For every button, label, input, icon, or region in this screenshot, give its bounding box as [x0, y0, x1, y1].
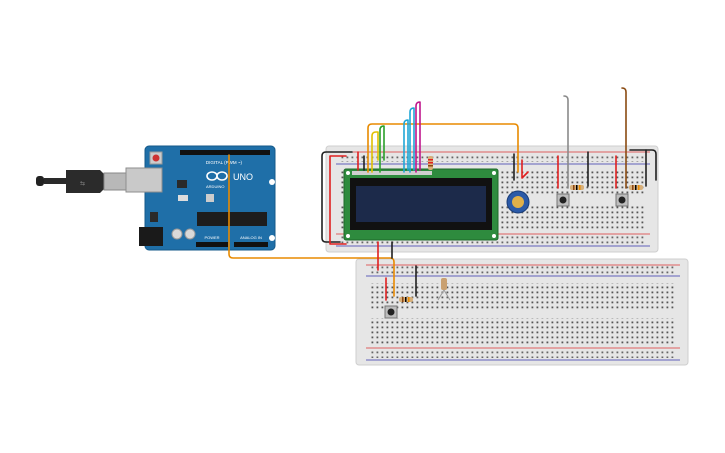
breadboard-bottom-terminal-strip-b — [370, 318, 675, 344]
breadboard-bottom-power-rail-top — [370, 266, 675, 274]
icsp-button — [206, 194, 214, 202]
power-header-label: POWER — [204, 235, 219, 240]
breadboard-bottom-body — [355, 258, 689, 366]
capacitor-1 — [171, 228, 183, 240]
mounting-hole — [269, 235, 275, 241]
usb-plug-metal — [103, 172, 129, 191]
lcd-pin-header[interactable] — [352, 171, 432, 175]
digital-header-label: DIGITAL (PWM ~) — [206, 160, 243, 165]
breadboard-top-power-rail-top — [340, 154, 645, 162]
usb-plug-icon — [66, 170, 104, 193]
wire-red-rail[interactable] — [329, 155, 347, 245]
wire-orange-lcd-pot[interactable] — [367, 123, 519, 173]
pushbutton-3[interactable] — [384, 305, 398, 319]
arduino-infinity-logo — [206, 171, 228, 181]
pushbutton-1[interactable] — [556, 193, 570, 207]
resistor-3[interactable] — [399, 297, 413, 302]
resistor-1[interactable] — [570, 185, 584, 190]
wire-black-right-rail[interactable] — [629, 149, 657, 181]
wires[interactable] — [228, 87, 657, 301]
wire-red-pot[interactable] — [521, 159, 529, 179]
brand-label: ARDUINO — [206, 184, 224, 189]
wire-yellow-lcd[interactable] — [371, 131, 379, 173]
breadboard-bottom-terminal-strip-a — [370, 283, 675, 309]
digital-header[interactable] — [180, 150, 270, 155]
wire-black-rail[interactable] — [321, 151, 353, 243]
lcd-16x2[interactable] — [343, 168, 499, 241]
mounting-hole — [269, 179, 275, 185]
resistor-lcd-backlight[interactable] — [428, 156, 433, 170]
breadboard-bottom[interactable] — [355, 258, 689, 366]
svg-text:⇆: ⇆ — [80, 180, 85, 187]
atmega-microcontroller — [197, 212, 267, 226]
wire-cyan-lcd-1[interactable] — [403, 119, 409, 173]
analog-header-label: ANALOG IN — [240, 235, 262, 240]
wire-gray-button1[interactable] — [563, 95, 569, 189]
resistor-2[interactable] — [629, 185, 643, 190]
reset-button-cap — [152, 154, 160, 162]
potentiometer-knob[interactable] — [512, 196, 524, 208]
usb-cable[interactable]: ⇆ — [36, 170, 129, 193]
crystal-oscillator — [178, 195, 188, 201]
potentiometer[interactable] — [506, 190, 530, 214]
wire-cyan-lcd-2[interactable] — [409, 107, 415, 173]
capacitor-2 — [184, 228, 196, 240]
power-header[interactable] — [196, 242, 228, 247]
analog-header[interactable] — [234, 242, 268, 247]
dc-power-jack — [139, 227, 163, 246]
wire-magenta-lcd[interactable] — [415, 101, 421, 173]
wire-orange-arduino[interactable] — [228, 154, 395, 297]
sensor-component[interactable] — [437, 278, 451, 301]
wire-brown-button2[interactable] — [621, 87, 627, 189]
usb-cable-end — [36, 176, 44, 186]
usb-controller-chip — [177, 180, 187, 188]
pushbutton-2[interactable] — [615, 193, 629, 207]
lcd-screen — [356, 186, 486, 222]
board-model-label: UNO — [233, 172, 253, 182]
breadboard-bottom-power-rail-bottom — [370, 350, 675, 358]
usb-b-socket — [125, 167, 163, 193]
arduino-uno-board[interactable]: DIGITAL (PWM ~) UNO ARDUINO POWER ANALOG… — [125, 145, 276, 251]
voltage-regulator — [150, 212, 158, 222]
wire-green-lcd[interactable] — [379, 125, 385, 173]
